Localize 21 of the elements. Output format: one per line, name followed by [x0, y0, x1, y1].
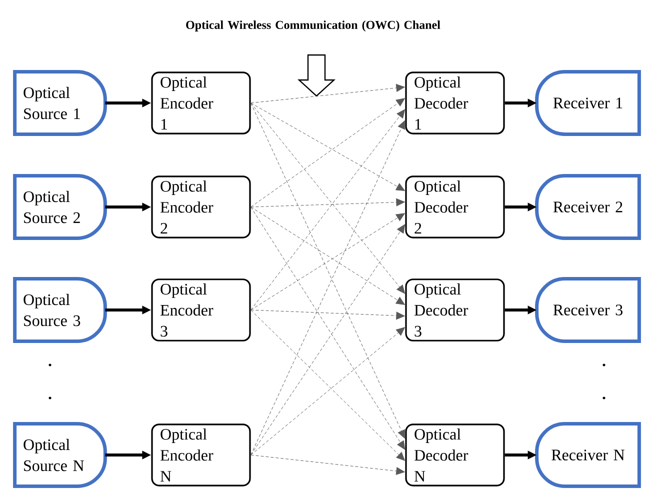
decoder-box: Optical Decoder N — [405, 424, 505, 486]
arrow — [250, 327, 405, 456]
decoder-box: Optical Decoder 1 — [405, 72, 505, 134]
decoder-box: Optical Decoder 2 — [405, 176, 505, 238]
ellipsis-dot: . — [48, 364, 52, 366]
ellipsis-dot: . — [48, 396, 52, 400]
encoder-box: Optical Encoder 2 — [151, 176, 251, 238]
arrow — [250, 98, 405, 208]
arrow — [250, 198, 405, 208]
encoder-box: Optical Encoder 1 — [151, 72, 251, 134]
decoder-box: Optical Decoder 3 — [405, 278, 505, 342]
arrow — [250, 310, 405, 461]
arrow — [250, 84, 405, 104]
ellipsis-dot: . — [602, 364, 606, 366]
arrow — [250, 454, 405, 475]
title: Optical Wireless Communication (OWC) Chanel — [186, 20, 440, 32]
arrow — [250, 310, 405, 320]
ellipsis-dot: . — [602, 396, 606, 400]
encoder-box: Optical Encoder N — [151, 424, 251, 486]
arrow — [250, 102, 405, 191]
encoder-box: Optical Encoder 3 — [151, 278, 251, 342]
